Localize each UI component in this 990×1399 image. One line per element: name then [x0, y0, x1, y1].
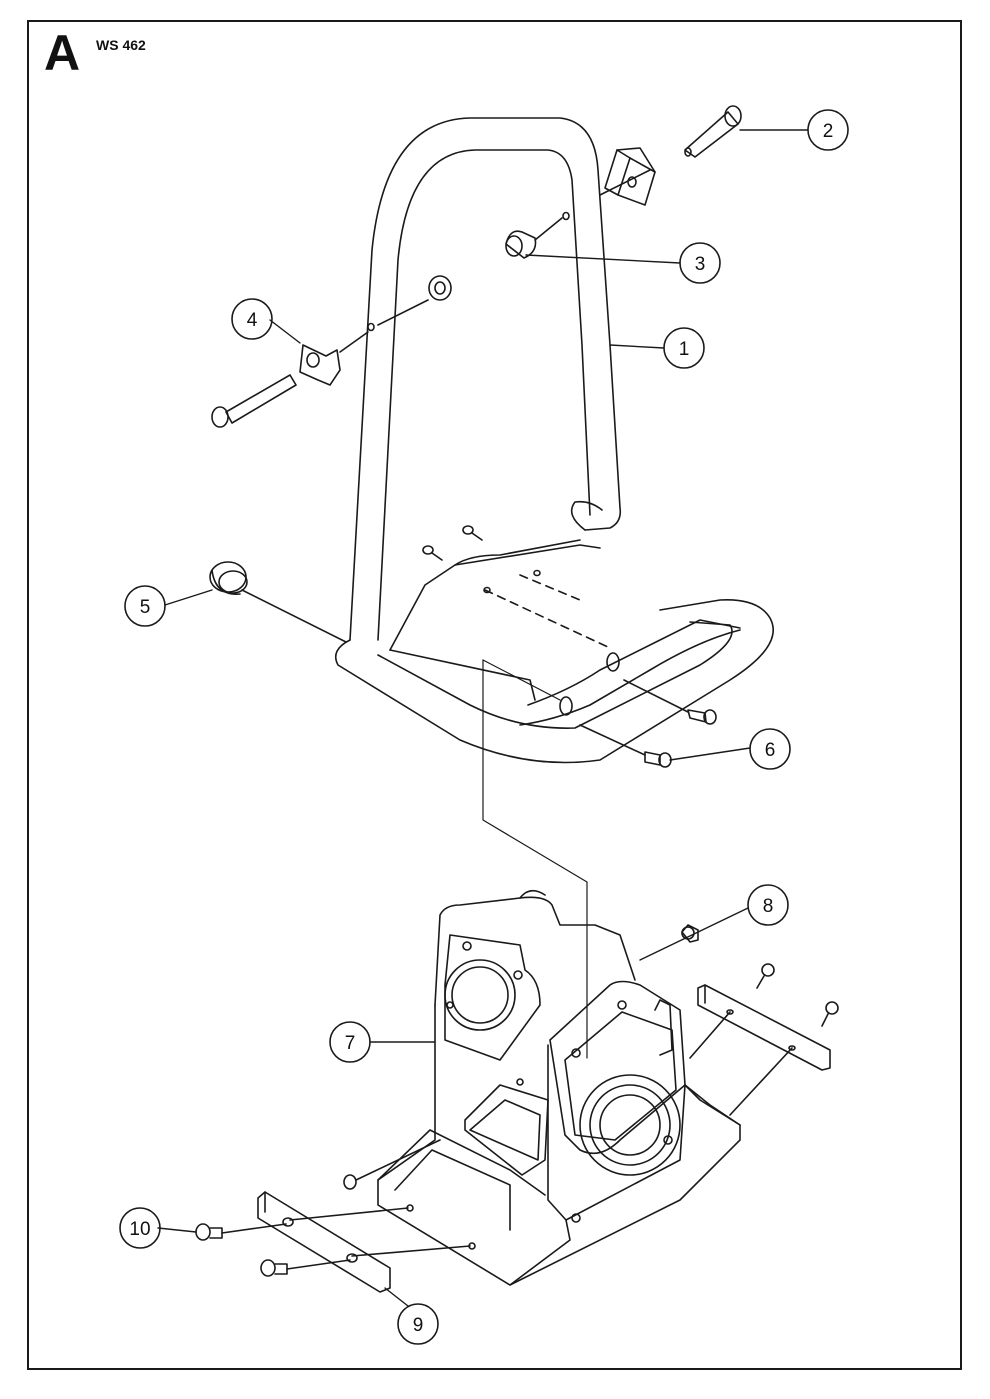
- callout-label-5: 5: [140, 597, 151, 618]
- frame-handle: [334, 117, 774, 764]
- clamp-bracket-top: [604, 147, 656, 206]
- callout-leaders: [157, 129, 809, 1307]
- diagram-frame: [27, 20, 962, 1370]
- callout-label-9: 9: [413, 1315, 424, 1336]
- callout-labels: 2 3 1 4 5 6 7 8 9 10: [129, 121, 833, 1336]
- callout-circle-9: [397, 1303, 439, 1345]
- callout-label-2: 2: [823, 121, 834, 142]
- callout-bubbles: [119, 109, 849, 1345]
- screws-floor-top: [422, 525, 483, 561]
- callout-circle-10: [119, 1207, 161, 1249]
- gearbox-housing: [377, 889, 741, 1286]
- nut-left: [377, 275, 452, 326]
- callout-circle-7: [329, 1021, 371, 1063]
- screws-skid-left: [195, 1223, 351, 1277]
- acorn-nut: [505, 217, 563, 259]
- screw-housing-top: [681, 924, 699, 943]
- pin-top-right: [599, 105, 742, 196]
- callout-label-3: 3: [695, 254, 706, 275]
- screws-floor-bottom: [579, 679, 717, 768]
- screw-housing-left: [343, 1139, 441, 1190]
- callout-circle-5: [124, 585, 166, 627]
- callout-label-10: 10: [129, 1219, 150, 1240]
- callout-label-4: 4: [247, 310, 258, 331]
- callout-label-1: 1: [679, 339, 690, 360]
- skid-plate-right: [689, 963, 839, 1116]
- callout-label-7: 7: [345, 1033, 356, 1054]
- skid-plate-left: [257, 1191, 471, 1293]
- callout-circle-3: [679, 242, 721, 284]
- clamp-bracket-left: [211, 331, 369, 428]
- callout-circle-4: [231, 298, 273, 340]
- plug-cap: [209, 561, 347, 643]
- callout-label-8: 8: [763, 896, 774, 917]
- callout-circle-6: [749, 728, 791, 770]
- assembly-guide-lines: [482, 659, 588, 1059]
- section-letter: A: [44, 25, 81, 81]
- callout-circle-1: [663, 327, 705, 369]
- callout-circle-8: [747, 884, 789, 926]
- callout-label-6: 6: [765, 740, 776, 761]
- model-label: WS 462: [96, 37, 146, 53]
- callout-circle-2: [807, 109, 849, 151]
